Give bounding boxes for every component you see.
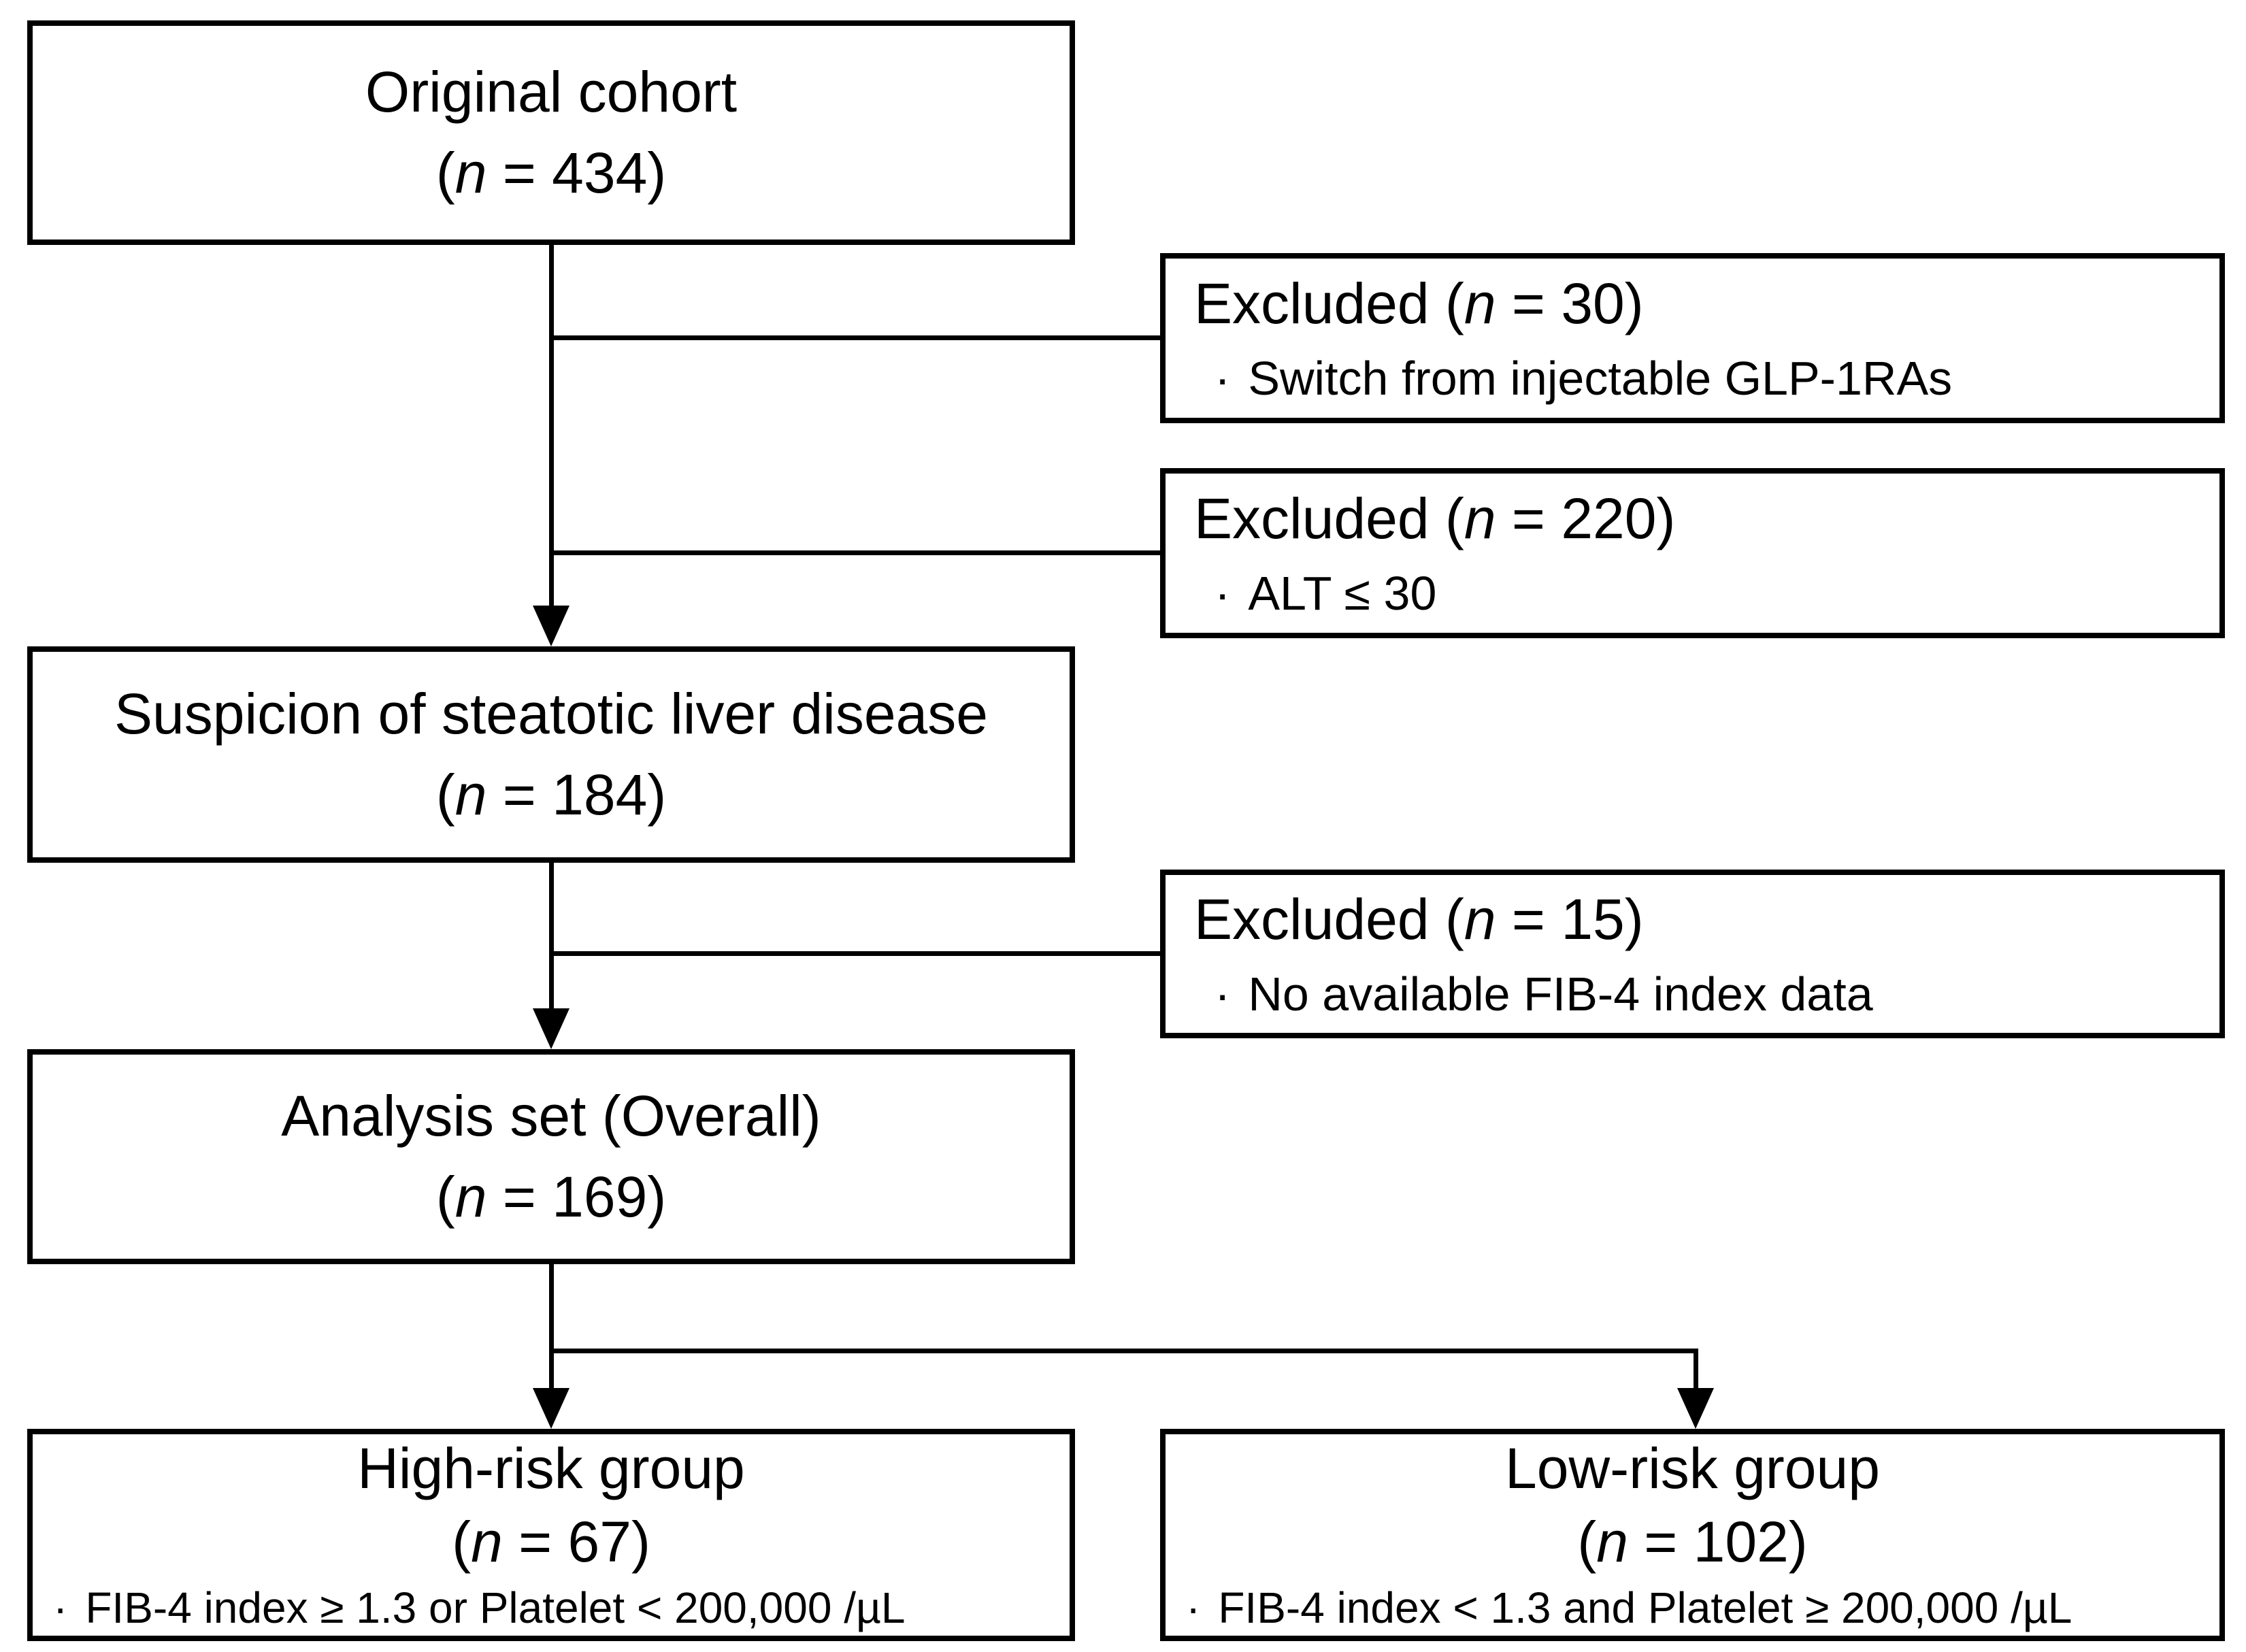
box-title: Analysis set (Overall): [281, 1083, 821, 1148]
n-symbol: n: [1464, 271, 1496, 335]
box-count: (n = 184): [33, 755, 1070, 836]
connector-excluded-alt: [551, 550, 1160, 555]
reason-text: No available FIB-4 index data: [1248, 967, 1873, 1021]
reason-text: ALT ≤ 30: [1248, 566, 1437, 620]
box-title: Original cohort: [365, 59, 738, 124]
arrowhead-down-icon: [533, 1388, 569, 1429]
criteria-text: FIB-4 index ≥ 1.3 or Platelet < 200,000 …: [85, 1583, 906, 1633]
box-title: Excluded (n = 15): [1194, 879, 2219, 960]
n-suffix: = 67): [502, 1509, 650, 1574]
bullet-dot: ·: [53, 1583, 68, 1633]
n-prefix: (: [435, 141, 455, 205]
box-count: (n = 434): [33, 133, 1070, 214]
box-title: Excluded (n = 30): [1194, 263, 2219, 344]
n-symbol: n: [1464, 887, 1496, 951]
box-title: Suspicion of steatotic liver disease: [114, 681, 988, 746]
reason-text: Switch from injectable GLP-1RAs: [1248, 351, 1953, 405]
box-title: High-risk group: [357, 1436, 745, 1501]
n-prefix: (: [435, 1165, 455, 1229]
connector-excluded-fib4: [551, 951, 1160, 956]
n-suffix: = 434): [486, 141, 667, 205]
box-title: Excluded (n = 220): [1194, 478, 2219, 559]
bullet-dot: ·: [1215, 566, 1231, 620]
group-criteria: · FIB-4 index ≥ 1.3 or Platelet < 200,000…: [45, 1579, 1057, 1637]
n-prefix: (: [1577, 1509, 1597, 1574]
criteria-text: FIB-4 index < 1.3 and Platelet ≥ 200,000…: [1218, 1583, 2072, 1633]
arrowhead-down-icon: [533, 1008, 569, 1049]
n-symbol: n: [455, 1165, 487, 1229]
bullet-dot: ·: [1215, 351, 1231, 405]
connector-split-stem: [549, 1264, 554, 1351]
connector-high-risk: [549, 1349, 554, 1388]
n-symbol: n: [455, 763, 487, 827]
title-suffix: = 220): [1496, 486, 1676, 550]
exclusion-reason: · ALT ≤ 30: [1194, 559, 2219, 629]
title-prefix: Excluded (: [1194, 486, 1464, 550]
n-prefix: (: [452, 1509, 472, 1574]
title-prefix: Excluded (: [1194, 887, 1464, 951]
box-count: (n = 67): [45, 1506, 1057, 1579]
excluded-glp1ra-box: Excluded (n = 30) · Switch from injectabl…: [1160, 253, 2225, 423]
title-suffix: = 15): [1496, 887, 1644, 951]
group-criteria: · FIB-4 index < 1.3 and Platelet ≥ 200,00…: [1178, 1579, 2207, 1637]
title-prefix: Excluded (: [1194, 271, 1464, 335]
connector-split-branch: [549, 1349, 1698, 1353]
exclusion-reason: · Switch from injectable GLP-1RAs: [1194, 344, 2219, 414]
connector-excluded-glp1ra: [551, 335, 1160, 340]
arrowhead-down-icon: [533, 606, 569, 646]
high-risk-box: High-risk group (n = 67) · FIB-4 index ≥ …: [27, 1429, 1075, 1641]
bullet-dot: ·: [1215, 967, 1231, 1021]
arrowhead-down-icon: [1677, 1388, 1714, 1429]
connector-main-1: [549, 245, 554, 606]
suspicion-box: Suspicion of steatotic liver disease (n …: [27, 646, 1075, 863]
n-symbol: n: [471, 1509, 503, 1574]
n-prefix: (: [435, 763, 455, 827]
n-suffix: = 102): [1628, 1509, 1808, 1574]
original-cohort-box: Original cohort (n = 434): [27, 20, 1075, 245]
n-suffix: = 184): [486, 763, 667, 827]
box-title: Low-risk group: [1505, 1436, 1880, 1501]
n-symbol: n: [1596, 1509, 1628, 1574]
connector-main-2: [549, 863, 554, 1008]
analysis-set-box: Analysis set (Overall) (n = 169): [27, 1049, 1075, 1264]
low-risk-box: Low-risk group (n = 102) · FIB-4 index < …: [1160, 1429, 2225, 1641]
n-symbol: n: [455, 141, 487, 205]
excluded-fib4-box: Excluded (n = 15) · No available FIB-4 in…: [1160, 870, 2225, 1038]
title-suffix: = 30): [1496, 271, 1644, 335]
connector-low-risk: [1694, 1349, 1698, 1388]
n-symbol: n: [1464, 486, 1496, 550]
excluded-alt-box: Excluded (n = 220) · ALT ≤ 30: [1160, 468, 2225, 638]
box-count: (n = 102): [1178, 1506, 2207, 1579]
bullet-dot: ·: [1186, 1583, 1201, 1633]
exclusion-reason: · No available FIB-4 index data: [1194, 960, 2219, 1029]
n-suffix: = 169): [486, 1165, 667, 1229]
box-count: (n = 169): [33, 1157, 1070, 1238]
